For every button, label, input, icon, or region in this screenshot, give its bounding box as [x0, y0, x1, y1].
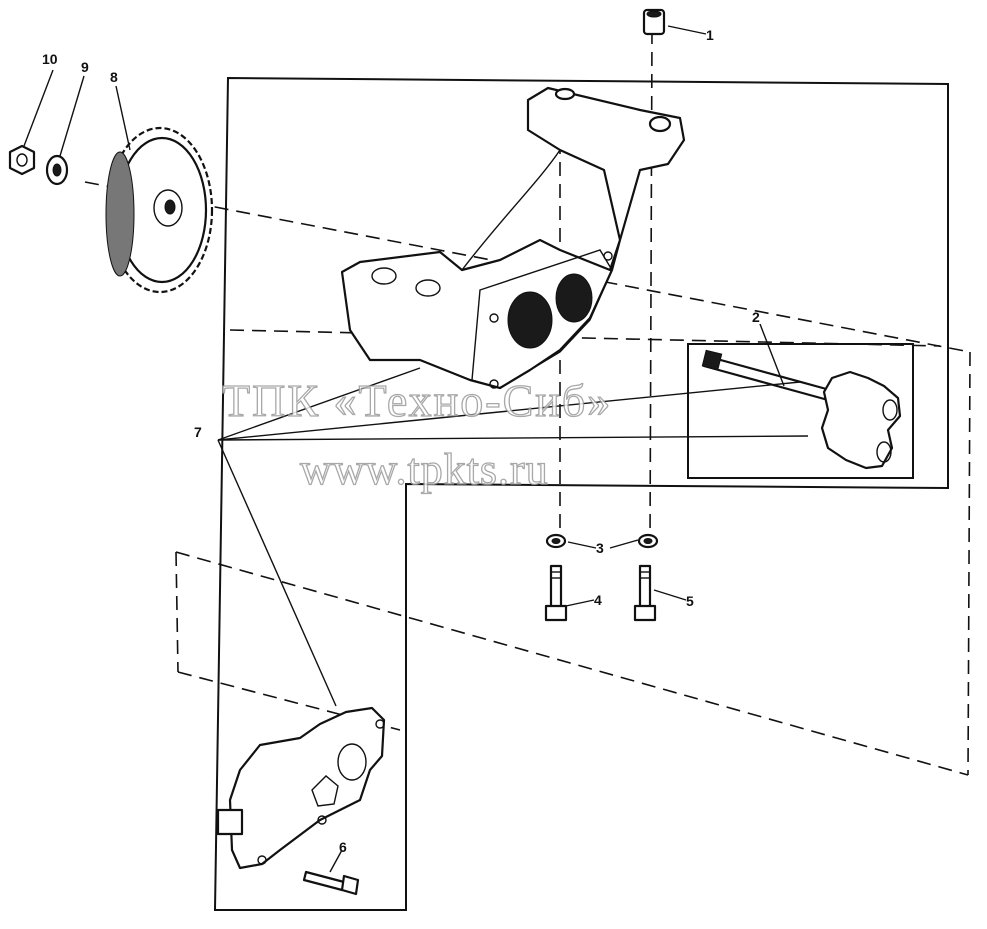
callout-1: 1: [706, 27, 714, 43]
nut-icon: [8, 144, 36, 176]
washer-icon: [545, 533, 659, 549]
inset-frame-gear: [687, 343, 914, 479]
bolt-icon: [544, 564, 568, 622]
gear-shaft-icon: [701, 349, 902, 470]
callout-10: 10: [42, 51, 58, 67]
callout-3: 3: [596, 540, 604, 556]
callout-9: 9: [81, 59, 89, 75]
bushing-icon: [642, 8, 666, 36]
bolt-icon: [633, 564, 657, 622]
watermark-url: www.tpkts.ru: [300, 445, 549, 494]
pump-cover-icon: [216, 706, 386, 870]
sprocket-icon: [105, 126, 214, 294]
callout-6: 6: [339, 839, 347, 855]
watermark-company: ТПК «Техно-Сиб»: [222, 375, 612, 426]
callout-5: 5: [686, 593, 694, 609]
callout-8: 8: [110, 69, 118, 85]
assembly-frame: [213, 76, 949, 911]
callout-4: 4: [594, 592, 602, 608]
bolt-icon: [302, 870, 360, 896]
callout-2: 2: [752, 309, 760, 325]
callout-labels: 1 2 3 4 5 6 7 8 9 10: [42, 27, 760, 855]
leader-lines: [23, 25, 809, 873]
callout-7: 7: [194, 424, 202, 440]
washer-icon: [45, 154, 69, 186]
pump-body-icon: [340, 86, 686, 390]
